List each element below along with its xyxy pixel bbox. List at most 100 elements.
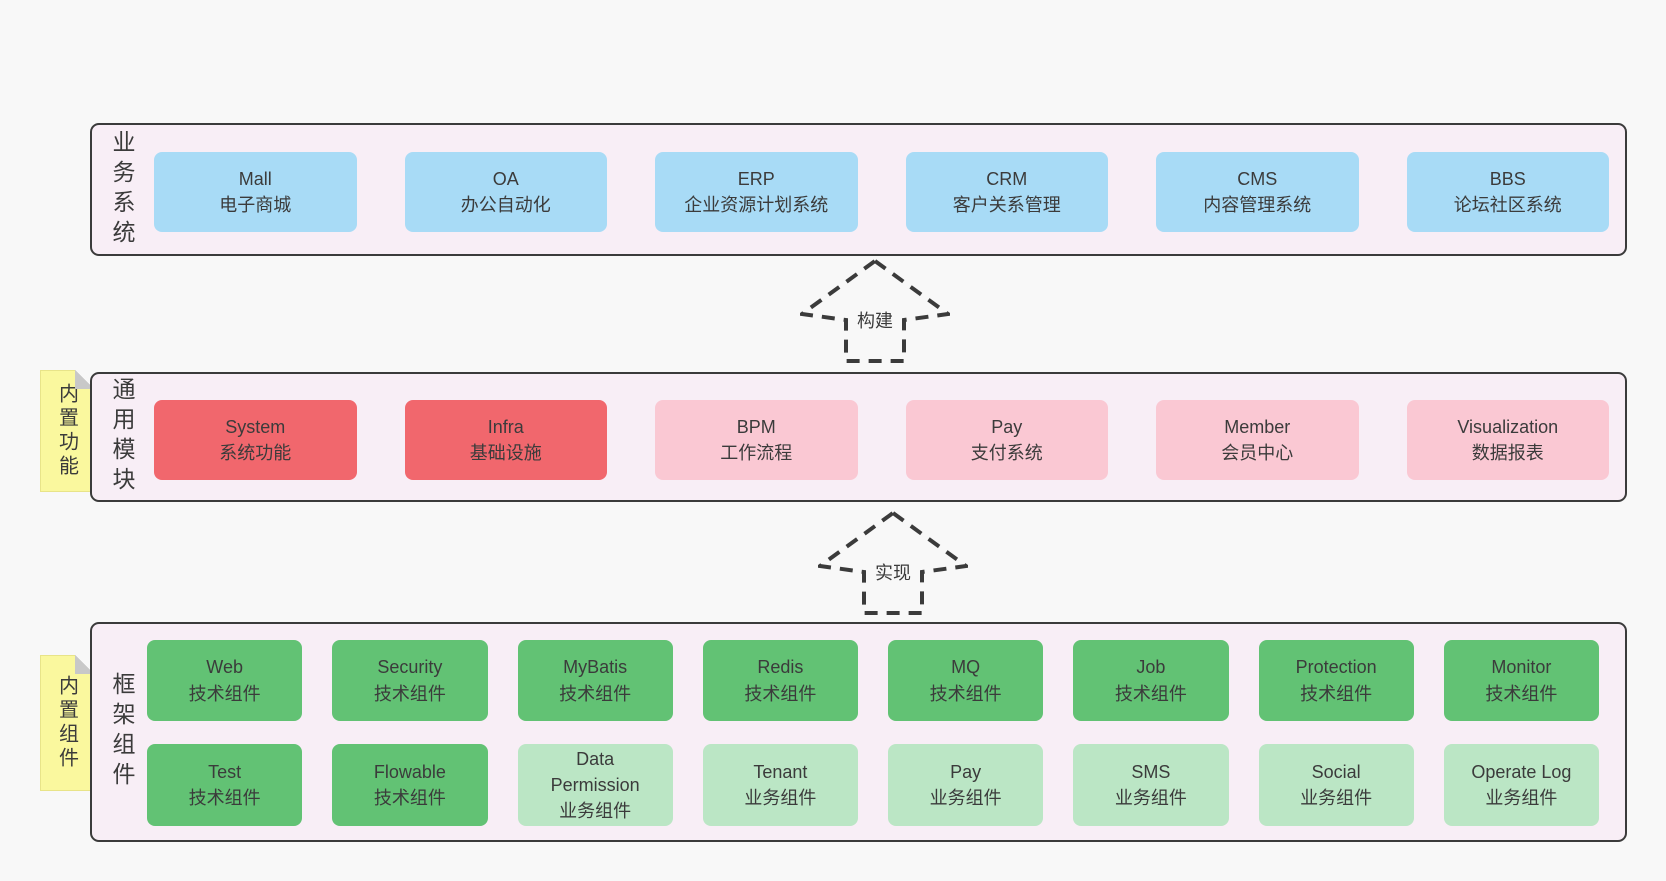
box-subtitle: 客户关系管理	[952, 195, 1061, 215]
box-operate-log: Operate Log 业务组件	[1443, 744, 1599, 826]
sticky-note-built-in-components: 内置组件	[40, 655, 94, 791]
box-tenant: Tenant 业务组件	[702, 744, 858, 826]
box-oa: OA 办公自动化	[404, 152, 607, 232]
box-title: Protection	[1295, 657, 1377, 678]
box-subtitle: 内容管理系统	[1203, 195, 1312, 215]
box-title: Social	[1311, 761, 1361, 782]
box-subtitle: 技术组件	[373, 788, 446, 808]
sticky-note-built-in-functions: 内置功能	[40, 370, 94, 492]
box-mybatis: MyBatis 技术组件	[517, 640, 673, 721]
box-row: System 系统功能 Infra 基础设施 BPM 工作流程 Pay 支付系统…	[154, 400, 1609, 480]
box-mall: Mall 电子商城	[154, 152, 357, 232]
box-subtitle: 技术组件	[1114, 683, 1187, 704]
arrow-label: 构建	[854, 306, 896, 334]
box-title: Mall	[238, 168, 272, 189]
box-title: Operate Log	[1471, 761, 1572, 782]
box-bbs: BBS 论坛社区系统	[1406, 152, 1609, 232]
box-subtitle: 业务组件	[1114, 788, 1187, 808]
sticky-note-label: 内置功能	[55, 383, 78, 479]
box-subtitle: 技术组件	[188, 788, 261, 808]
box-subtitle: 业务组件	[744, 788, 817, 808]
box-job: Job 技术组件	[1073, 640, 1229, 721]
box-title: Test	[208, 761, 242, 782]
implement-arrow-icon: 实现	[818, 510, 968, 616]
box-title: CMS	[1237, 168, 1278, 189]
folded-corner-icon	[75, 655, 94, 674]
box-subtitle: 技术组件	[188, 683, 261, 704]
box-visualization: Visualization 数据报表	[1406, 400, 1609, 480]
box-subtitle: 论坛社区系统	[1453, 195, 1562, 215]
box-infra: Infra 基础设施	[404, 400, 607, 480]
box-title: OA	[492, 168, 519, 189]
box-web: Web 技术组件	[147, 640, 303, 721]
box-subtitle: 会员中心	[1221, 443, 1294, 463]
box-title: Data Permission	[550, 748, 640, 795]
box-title: Infra	[487, 416, 524, 437]
box-subtitle: 办公自动化	[460, 195, 551, 215]
band-framework-components: 框架组件 Web 技术组件 Security 技术组件 MyBatis 技术组件…	[90, 622, 1627, 842]
box-title: Flowable	[373, 761, 446, 782]
arrow-label: 实现	[872, 558, 914, 586]
box-cms: CMS 内容管理系统	[1156, 152, 1359, 232]
box-subtitle: 技术组件	[1485, 683, 1558, 704]
box-title: Visualization	[1457, 416, 1559, 437]
box-title: ERP	[737, 168, 775, 189]
box-pay: Pay 支付系统	[905, 400, 1108, 480]
box-flowable: Flowable 技术组件	[332, 744, 488, 826]
box-title: Security	[377, 657, 443, 678]
box-title: System	[225, 416, 286, 437]
sticky-note-label: 内置组件	[55, 675, 78, 771]
box-title: Pay	[950, 761, 982, 782]
box-test: Test 技术组件	[147, 744, 303, 826]
box-data-permission: Data Permission 业务组件	[517, 744, 673, 826]
box-subtitle: 技术组件	[559, 683, 632, 704]
box-title: Web	[206, 657, 243, 678]
band-side-label: 框架组件	[109, 672, 135, 792]
box-protection: Protection 技术组件	[1258, 640, 1414, 721]
box-title: Pay	[991, 416, 1023, 437]
box-subtitle: 技术组件	[929, 683, 1002, 704]
box-subtitle: 数据报表	[1471, 443, 1544, 463]
band-side-label: 通用模块	[109, 377, 135, 497]
box-subtitle: 技术组件	[373, 683, 446, 704]
box-title: MyBatis	[563, 657, 628, 678]
box-row: Mall 电子商城 OA 办公自动化 ERP 企业资源计划系统 CRM 客户关系…	[154, 152, 1609, 232]
dashed-up-arrow-icon	[800, 258, 950, 363]
box-title: SMS	[1131, 761, 1171, 782]
band-business-systems: 业务系统 Mall 电子商城 OA 办公自动化 ERP 企业资源计划系统 CRM…	[90, 123, 1627, 256]
box-subtitle: 企业资源计划系统	[684, 195, 829, 215]
box-title: Redis	[757, 657, 804, 678]
dashed-up-arrow-icon	[818, 510, 968, 615]
box-subtitle: 电子商城	[219, 195, 292, 215]
box-subtitle: 系统功能	[219, 443, 292, 463]
box-system: System 系统功能	[154, 400, 357, 480]
build-arrow-icon: 构建	[800, 258, 950, 364]
band-side-label: 业务系统	[109, 129, 135, 250]
box-subtitle: 业务组件	[1300, 788, 1373, 808]
box-redis: Redis 技术组件	[702, 640, 858, 721]
box-title: CRM	[986, 168, 1028, 189]
box-row: Test 技术组件 Flowable 技术组件 Data Permission …	[147, 744, 1599, 826]
box-subtitle: 工作流程	[720, 443, 793, 463]
box-bpm: BPM 工作流程	[655, 400, 858, 480]
box-subtitle: 技术组件	[744, 683, 817, 704]
box-title: Tenant	[753, 761, 808, 782]
box-social: Social 业务组件	[1258, 744, 1414, 826]
box-title: BBS	[1489, 168, 1526, 189]
box-title: BPM	[736, 416, 776, 437]
box-mq: MQ 技术组件	[888, 640, 1044, 721]
box-title: Member	[1224, 416, 1291, 437]
box-subtitle: 业务组件	[559, 801, 632, 822]
box-subtitle: 技术组件	[1300, 683, 1373, 704]
box-title: MQ	[951, 657, 981, 678]
box-member: Member 会员中心	[1156, 400, 1359, 480]
box-subtitle: 基础设施	[469, 443, 542, 463]
folded-corner-icon	[75, 370, 94, 389]
box-sms: SMS 业务组件	[1073, 744, 1229, 826]
box-security: Security 技术组件	[332, 640, 488, 721]
box-crm: CRM 客户关系管理	[905, 152, 1108, 232]
box-pay-business: Pay 业务组件	[888, 744, 1044, 826]
band-common-modules: 通用模块 System 系统功能 Infra 基础设施 BPM 工作流程 Pay…	[90, 372, 1627, 502]
box-subtitle: 支付系统	[970, 443, 1043, 463]
